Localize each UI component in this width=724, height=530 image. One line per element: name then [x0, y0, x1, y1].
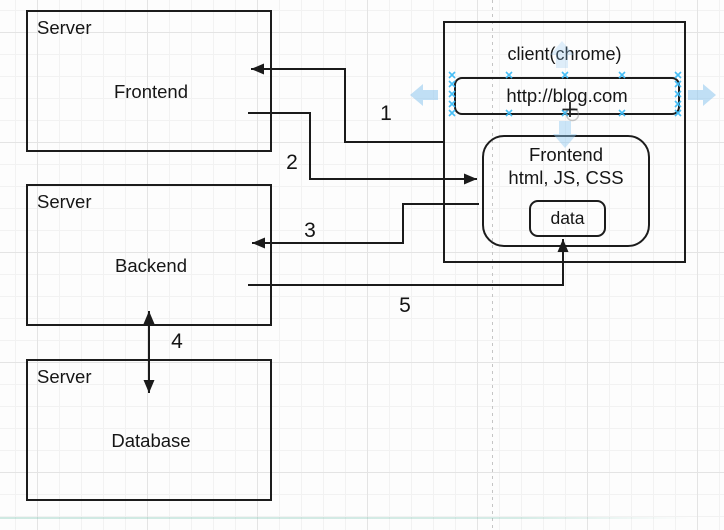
flow-step-5-label[interactable]: 5	[399, 294, 411, 317]
server-box-backend[interactable]: Server Backend	[26, 184, 272, 326]
backend-node[interactable]: Backend	[52, 223, 250, 308]
backend-node-label: Backend	[115, 254, 187, 276]
url-text: http://blog.com	[506, 85, 628, 106]
server-label: Server	[37, 366, 92, 387]
server-label: Server	[37, 191, 92, 212]
arrow-1-request-to-frontend-server[interactable]	[251, 63, 443, 143]
server-box-database[interactable]: Server Database	[26, 359, 272, 501]
bundle-line2: html, JS, CSS	[508, 167, 624, 188]
flow-step-2-label[interactable]: 2	[286, 151, 298, 174]
url-node[interactable]: http://blog.com	[454, 77, 680, 115]
server-box-frontend[interactable]: Server Frontend	[26, 10, 272, 152]
flow-step-3-label[interactable]: 3	[304, 219, 316, 242]
server-label: Server	[37, 17, 92, 38]
data-node-label: data	[550, 208, 585, 228]
flow-step-4-label[interactable]: 4	[171, 330, 183, 353]
frontend-node-label: Frontend	[113, 80, 189, 102]
client-box[interactable]: client(chrome) http://blog.com Frontend …	[443, 21, 686, 263]
data-node[interactable]: data	[529, 200, 606, 237]
client-title: client(chrome)	[507, 44, 622, 64]
flow-step-1-label[interactable]: 1	[380, 102, 392, 125]
hover-arrow-left-icon[interactable]	[410, 84, 438, 106]
hover-arrow-right-icon[interactable]	[688, 84, 716, 106]
bottom-teal-artifact	[0, 517, 690, 519]
bundle-line1: Frontend	[528, 144, 604, 165]
frontend-node[interactable]: Frontend	[52, 49, 250, 134]
database-node-label: Database	[111, 429, 191, 451]
database-node[interactable]: Database	[52, 398, 250, 483]
